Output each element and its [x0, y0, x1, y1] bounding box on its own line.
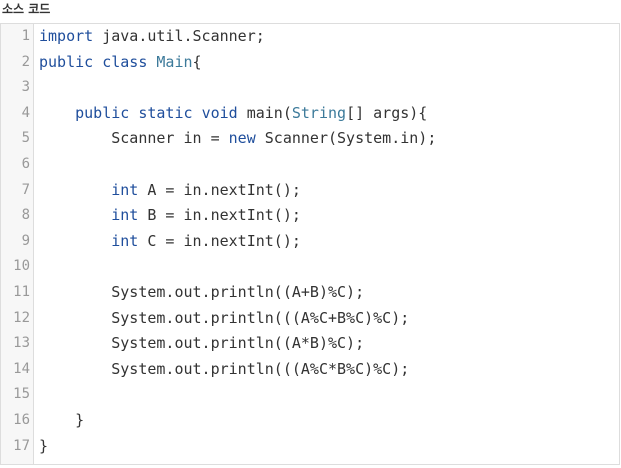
keyword-token: new: [228, 129, 256, 148]
code-line: 2 public class Main{: [1, 50, 619, 76]
code-token: }: [39, 410, 85, 429]
code-lines: 1 import java.util.Scanner; 2 public class …: [1, 24, 619, 459]
code-text: System.out.println(((A%C*B%C)%C);: [39, 357, 409, 383]
code-token: [193, 104, 202, 122]
code-line: 8 int B = in.nextInt();: [1, 203, 619, 229]
code-token: System.out.println((A+B)%C);: [39, 282, 365, 301]
code-line: 14 System.out.println(((A%C*B%C)%C);: [1, 357, 619, 383]
line-number: 1: [21, 28, 30, 44]
code-token: [39, 206, 111, 224]
code-line: 9 int C = in.nextInt();: [1, 229, 619, 255]
code-token: [129, 104, 138, 122]
code-token: [39, 104, 75, 122]
code-line: 3: [1, 75, 619, 101]
code-line: 17}: [1, 434, 619, 460]
code-text: int A = in.nextInt();: [39, 178, 301, 204]
code-token: main(: [237, 103, 292, 122]
type-token: Main: [156, 52, 193, 71]
code-token: System.out.println(((A%C*B%C)%C);: [39, 359, 410, 378]
code-text: System.out.println((A+B)%C);: [39, 280, 364, 306]
source-code-title: 소스 코드: [2, 2, 51, 16]
code-line: 16 }: [1, 408, 619, 434]
code-line: 10: [1, 254, 619, 280]
keyword-token: static: [138, 103, 193, 122]
code-line: 11 System.out.println((A+B)%C);: [1, 280, 619, 306]
code-text: int C = in.nextInt();: [39, 229, 301, 255]
line-number: 16: [13, 411, 30, 428]
type-token: String: [291, 103, 347, 122]
code-token: System.out.println(((A%C+B%C)%C);: [39, 308, 410, 327]
code-line: 4 public static void main(String[] args)…: [1, 101, 619, 127]
code-token: C = in.nextInt();: [138, 231, 301, 250]
line-number: 2: [21, 53, 30, 70]
keyword-token: public: [75, 103, 130, 122]
code-token: java.util.Scanner;: [93, 27, 265, 45]
line-number: 8: [21, 207, 30, 224]
code-text: System.out.println((A*B)%C);: [39, 331, 364, 357]
line-number: 10: [13, 258, 30, 275]
keyword-token: class: [102, 52, 148, 71]
code-text: public static void main(String[] args){: [39, 101, 427, 127]
line-number: 9: [21, 232, 30, 249]
code-token: A = in.nextInt();: [138, 180, 301, 199]
line-number: 15: [13, 386, 30, 403]
code-line: 12 System.out.println(((A%C+B%C)%C);: [1, 306, 619, 332]
keyword-token: int: [111, 231, 139, 250]
line-number: 3: [21, 79, 30, 96]
code-text: Scanner in = new Scanner(System.in);: [39, 126, 436, 152]
keyword-token: public: [39, 52, 94, 71]
code-token: [] args){: [346, 103, 428, 122]
code-line: 6: [1, 152, 619, 178]
code-line: 1 import java.util.Scanner;: [1, 24, 619, 50]
keyword-token: void: [201, 103, 238, 122]
code-token: B = in.nextInt();: [138, 206, 301, 225]
line-number: 12: [13, 309, 30, 326]
line-number: 5: [21, 130, 30, 147]
keyword-token: int: [111, 180, 139, 199]
code-text: }: [39, 408, 84, 434]
code-token: System.out.println((A*B)%C);: [39, 334, 365, 353]
code-viewer[interactable]: 1 import java.util.Scanner; 2 public class …: [0, 23, 620, 465]
line-number: 7: [21, 181, 30, 198]
line-number: 6: [21, 155, 30, 172]
code-token: [39, 232, 111, 250]
line-number: 17: [13, 437, 30, 454]
code-text: int B = in.nextInt();: [39, 203, 301, 229]
line-number: 13: [13, 335, 30, 352]
line-number: 4: [21, 104, 30, 121]
keyword-token: import: [39, 27, 94, 45]
code-text: }: [39, 434, 48, 460]
code-line: 13 System.out.println((A*B)%C);: [1, 331, 619, 357]
code-token: {: [192, 52, 202, 71]
line-number: 11: [13, 283, 30, 300]
keyword-token: int: [111, 206, 139, 225]
code-token: }: [39, 436, 49, 455]
code-token: Scanner(System.in);: [255, 129, 437, 148]
line-number-gutter: [1, 24, 34, 464]
code-line: 7 int A = in.nextInt();: [1, 178, 619, 204]
code-line: 15: [1, 382, 619, 408]
code-text: public class Main{: [39, 50, 202, 76]
code-token: Scanner in =: [39, 129, 229, 148]
code-token: [93, 53, 102, 71]
code-line: 5 Scanner in = new Scanner(System.in);: [1, 126, 619, 152]
code-text: import java.util.Scanner;: [39, 24, 265, 50]
code-text: System.out.println(((A%C+B%C)%C);: [39, 306, 409, 332]
line-number: 14: [13, 360, 30, 377]
code-token: [39, 181, 111, 199]
